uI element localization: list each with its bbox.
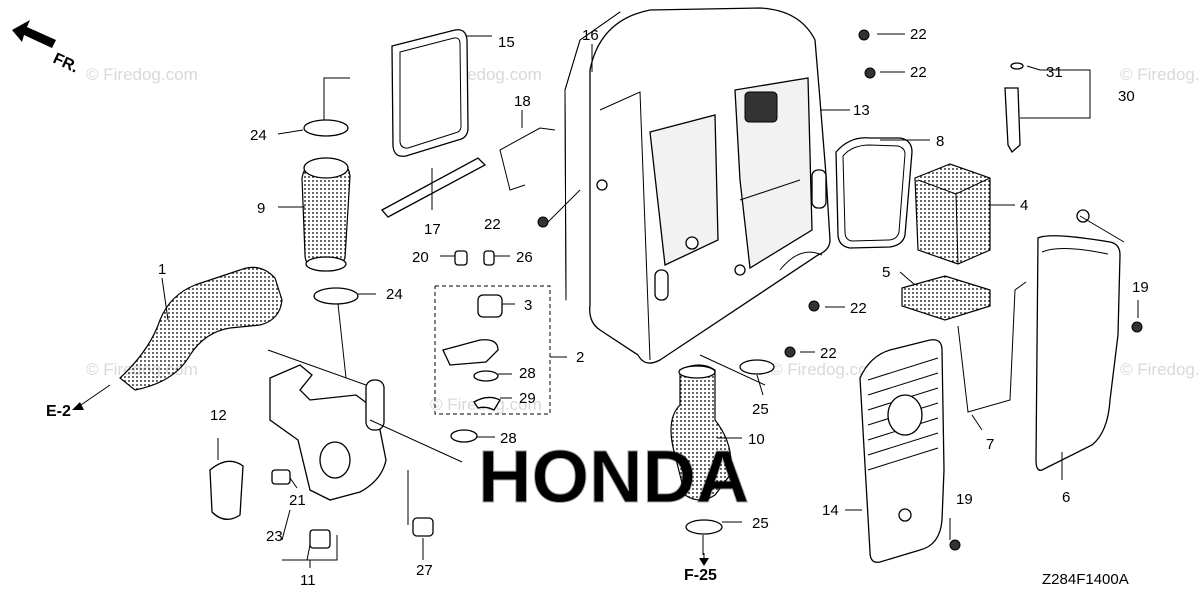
part-15-gasket [391,29,469,157]
callout-22a: 22 [484,216,501,233]
diagram-code: Z284F1400A [1042,571,1129,588]
part-24-clamp [313,287,359,305]
callout-20: 20 [412,249,429,266]
watermark-text: © Firedog.com [1120,65,1200,84]
callout-6: 6 [1062,489,1070,506]
callout-25b: 25 [752,515,769,532]
callout-19b: 19 [956,491,973,508]
callout-22e: 22 [820,345,837,362]
front-direction-indicator: FR. [12,20,81,77]
part-7-wire [957,281,1027,413]
arrow-left-icon [72,402,84,410]
watermark-text: © Firedog.com [770,360,882,379]
callout-8: 8 [936,133,944,150]
part-1-hose [119,266,283,391]
callout-2: 2 [576,349,584,366]
part-2-group [412,250,551,537]
bolts [537,29,1143,551]
part-10-duct [670,364,732,501]
part-13-panel-housing [589,7,831,364]
callout-23: 23 [266,528,283,545]
part-25-gasket-upper [739,359,775,375]
leader-lines [77,33,1139,568]
part-30-tube-assembly [1004,62,1024,154]
callout-11: 11 [300,572,316,589]
callout-26: 26 [516,249,533,266]
callout-27: 27 [416,562,433,579]
part-18-clip [499,127,556,191]
watermark-text: © Firedog.com [1120,360,1200,379]
callout-17: 17 [424,221,441,238]
callout-15: 15 [498,34,515,51]
ref-f25: F-25 [684,567,717,584]
callout-7: 7 [986,436,994,453]
watermark-text: © Firedog.com [86,65,198,84]
part-9-intake-tube [301,119,351,272]
part-17-rod [380,157,487,218]
part-4-air-filter [914,163,991,265]
callout-24a: 24 [250,127,267,144]
callout-19a: 19 [1132,279,1149,296]
front-label: FR. [50,50,81,76]
callout-28a: 28 [519,365,536,382]
arrow-icon [12,20,56,48]
part-6-side-cover [1035,209,1121,471]
callout-24b: 24 [386,286,403,303]
callout-18: 18 [514,93,531,110]
callout-16: 16 [582,27,599,44]
callout-10: 10 [748,431,765,448]
callout-9: 9 [257,200,265,217]
callout-22c: 22 [910,64,927,81]
callout-14: 14 [822,502,839,519]
callout-21: 21 [289,492,306,509]
callout-22d: 22 [850,300,867,317]
callout-3: 3 [524,297,532,314]
callout-22b: 22 [910,26,927,43]
callout-28b: 28 [500,430,517,447]
callout-5: 5 [882,264,890,281]
part-5-filter-element [901,275,991,321]
callout-1: 1 [158,261,166,278]
part-25-gasket-lower [685,519,723,535]
callout-31: 31 [1046,64,1063,81]
ref-e2: E-2 [46,403,71,420]
callout-labels: 15 16 18 17 22 22 22 13 8 31 30 4 5 22 2… [46,26,1149,589]
callout-29: 29 [519,390,536,407]
part-8-gasket [835,137,913,249]
callout-25a: 25 [752,401,769,418]
callout-4: 4 [1020,197,1028,214]
callout-30: 30 [1118,88,1135,105]
arrow-down-icon [699,558,709,566]
callout-13: 13 [853,102,870,119]
part-11-bracket-assembly [209,364,387,549]
part-14-grille-cover [859,339,945,563]
callout-12: 12 [210,407,227,424]
